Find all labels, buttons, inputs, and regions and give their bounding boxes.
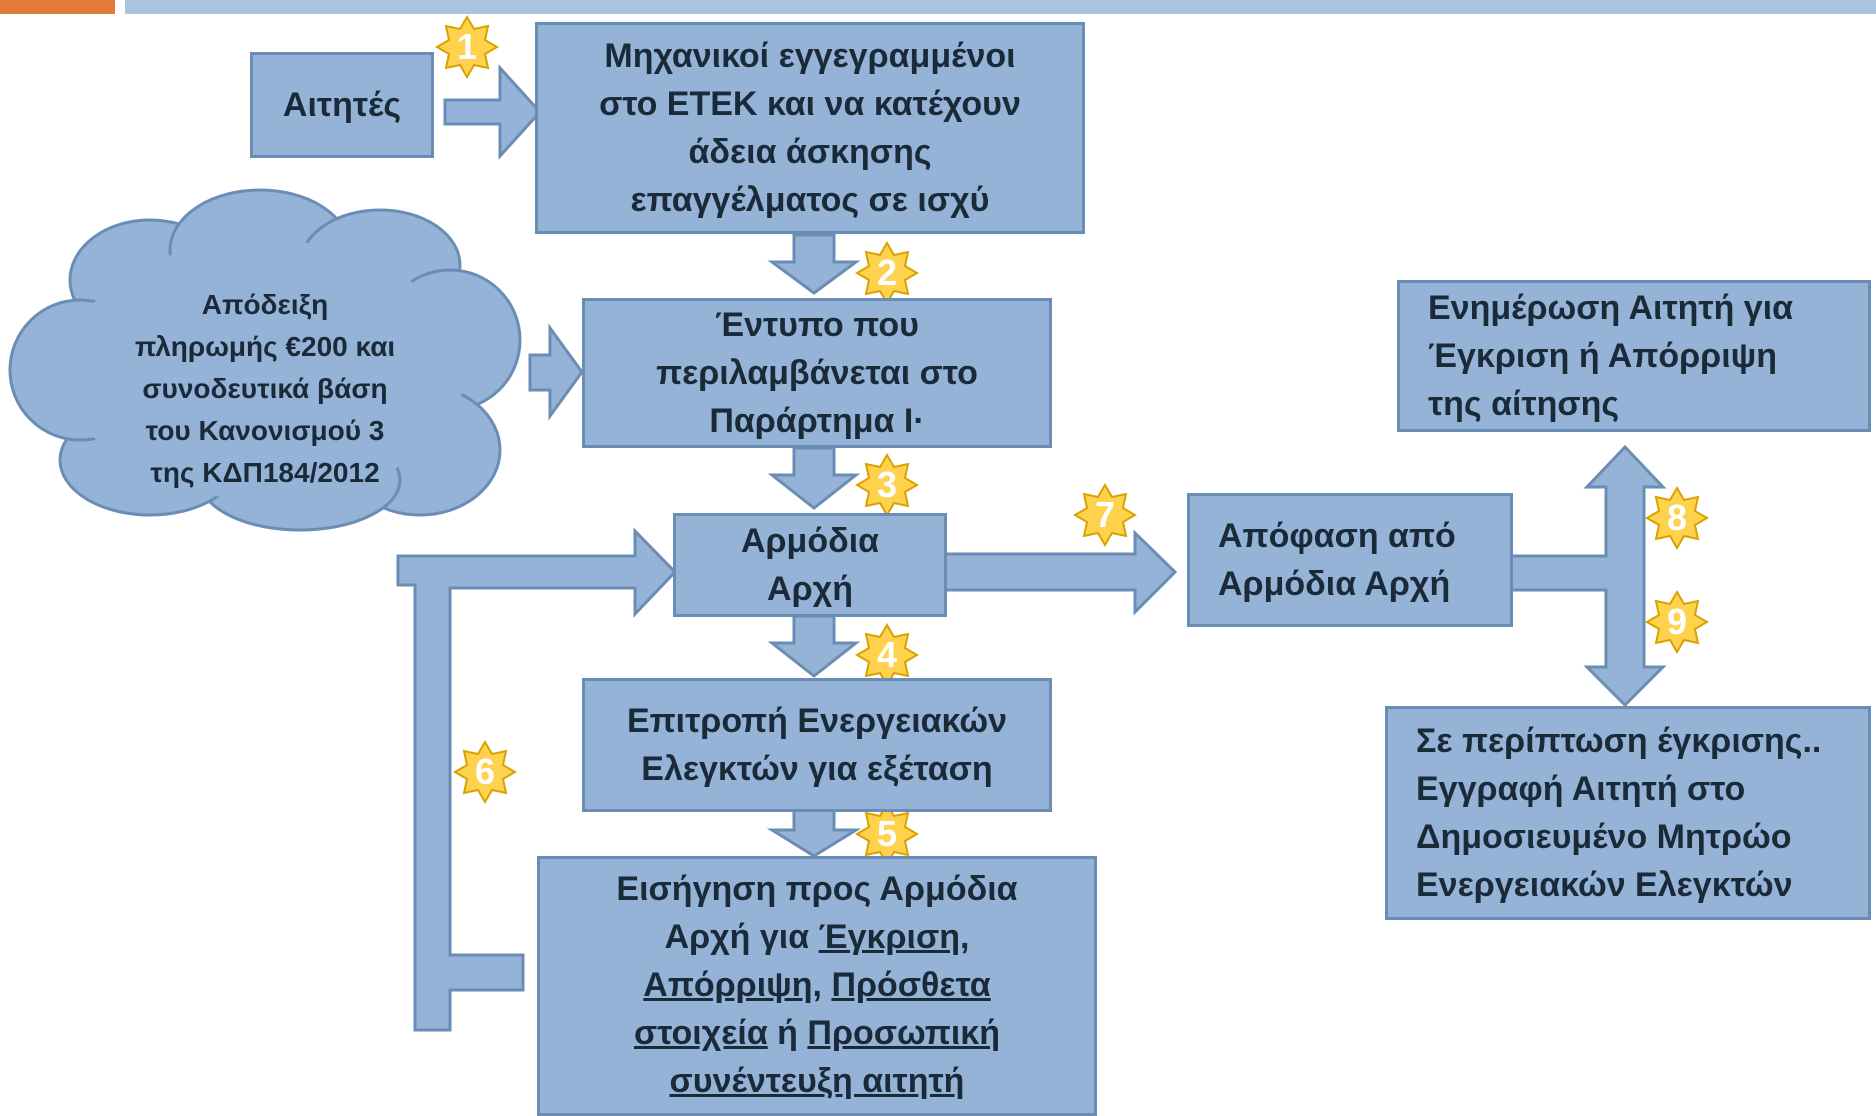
- arrow-1: [443, 64, 543, 160]
- notify-line-1: Ενημέρωση Αιτητή για: [1428, 289, 1794, 327]
- receipt-line-3: συνοδευτικά βάση: [142, 373, 388, 404]
- extra-info-option: Πρόσθετα: [831, 966, 991, 1004]
- title-accent-bar: [0, 0, 115, 14]
- engineers-line-2: στο ΕΤΕΚ και να κατέχουν: [599, 85, 1021, 123]
- title-bar: [125, 0, 1876, 14]
- step-number-2: 2: [876, 252, 898, 293]
- register-line-3: Δημοσιευμένο Μητρώο: [1416, 818, 1792, 856]
- receipt-line-1: Απόδειξη: [201, 289, 329, 320]
- register-line-1: Σε περίπτωση έγκρισης..: [1416, 722, 1822, 760]
- notify-line-3: της αίτησης: [1428, 385, 1620, 423]
- interview-option-cont: συνέντευξη αιτητή: [669, 1062, 965, 1100]
- authority-line-1: Αρμόδια: [740, 522, 880, 560]
- interview-option: Προσωπική: [807, 1014, 1001, 1052]
- step-number-6: 6: [474, 751, 496, 792]
- arrow-2: [767, 233, 861, 295]
- register-box: Σε περίπτωση έγκρισης.. Εγγραφή Αιτητή σ…: [1385, 706, 1871, 920]
- arrow-6: [396, 527, 678, 1032]
- notify-box: Ενημέρωση Αιτητή για Έγκριση ή Απόρριψη …: [1397, 280, 1871, 432]
- arrow-5: [766, 806, 862, 858]
- engineers-line-4: επαγγέλματος σε ισχύ: [630, 181, 990, 219]
- approval-option: Έγκριση: [818, 918, 960, 956]
- form-line-2: περιλαμβάνεται στο: [656, 354, 978, 392]
- register-line-4: Ενεργειακών Ελεγκτών: [1416, 866, 1793, 904]
- arrow-4: [767, 614, 861, 678]
- authority-box: Αρμόδια Αρχή: [673, 513, 947, 617]
- rejection-option: Απόρριψη: [643, 966, 813, 1004]
- step-number-5: 5: [876, 813, 898, 854]
- comma: ,: [960, 918, 970, 956]
- applicants-box: Αιτητές: [250, 52, 434, 158]
- form-box: Έντυπο που περιλαμβάνεται στο Παράρτημα …: [582, 298, 1052, 448]
- decision-box: Απόφαση από Αρμόδια Αρχή: [1187, 493, 1513, 627]
- decision-line-1: Απόφαση από: [1218, 517, 1456, 555]
- step-number-3: 3: [876, 464, 898, 505]
- form-line-1: Έντυπο που: [715, 306, 919, 344]
- register-line-2: Εγγραφή Αιτητή στο: [1416, 770, 1746, 808]
- recommendation-line-4: στοιχεία ή Προσωπική: [616, 1009, 1017, 1057]
- cloud-shape: [8, 188, 522, 532]
- arrow-7: [943, 529, 1178, 616]
- comma: ,: [812, 966, 832, 1004]
- notify-line-2: Έγκριση ή Απόρριψη: [1428, 337, 1778, 375]
- arrow-cloud: [528, 323, 584, 421]
- step-number-1: 1: [456, 26, 478, 67]
- recommendation-line-2: Αρχή για Έγκριση,: [616, 913, 1017, 961]
- engineers-line-1: Μηχανικοί εγγεγραμμένοι: [604, 37, 1016, 75]
- committee-box: Επιτροπή Ενεργειακών Ελεγκτών για εξέτασ…: [582, 678, 1052, 812]
- arrow-8-9: [1509, 444, 1667, 708]
- engineers-box: Μηχανικοί εγγεγραμμένοι στο ΕΤΕΚ και να …: [535, 22, 1085, 234]
- step-number-7: 7: [1094, 494, 1116, 535]
- receipt-cloud-text: Απόδειξη πληρωμής €200 και συνοδευτικά β…: [60, 258, 470, 520]
- recommendation-line-1: Εισήγηση προς Αρμόδια: [616, 870, 1018, 908]
- recommendation-line-5: συνέντευξη αιτητή: [616, 1057, 1017, 1105]
- or-text: ή: [767, 1014, 808, 1052]
- receipt-line-2: πληρωμής €200 και: [134, 331, 396, 362]
- recommendation-box: Εισήγηση προς Αρμόδια Αρχή για Έγκριση, …: [537, 856, 1097, 1116]
- applicants-label: Αιτητές: [282, 86, 402, 124]
- engineers-line-3: άδεια άσκησης: [688, 133, 932, 171]
- step-number-9: 9: [1666, 601, 1688, 642]
- arrow-3: [767, 446, 861, 510]
- extra-info-option-cont: στοιχεία: [633, 1014, 768, 1052]
- form-line-3: Παράρτημα Ι·: [709, 402, 925, 440]
- recommendation-prefix: Αρχή για: [664, 918, 819, 956]
- step-number-8: 8: [1666, 497, 1688, 538]
- authority-line-2: Αρχή: [767, 570, 853, 608]
- committee-line-2: Ελεγκτών για εξέταση: [641, 750, 993, 788]
- committee-line-1: Επιτροπή Ενεργειακών: [626, 702, 1008, 740]
- recommendation-line-3: Απόρριψη, Πρόσθετα: [616, 961, 1017, 1009]
- decision-line-2: Αρμόδια Αρχή: [1218, 565, 1451, 603]
- receipt-line-5: της ΚΔΠ184/2012: [150, 457, 380, 488]
- step-number-4: 4: [876, 634, 898, 675]
- receipt-line-4: του Κανονισμού 3: [145, 415, 385, 446]
